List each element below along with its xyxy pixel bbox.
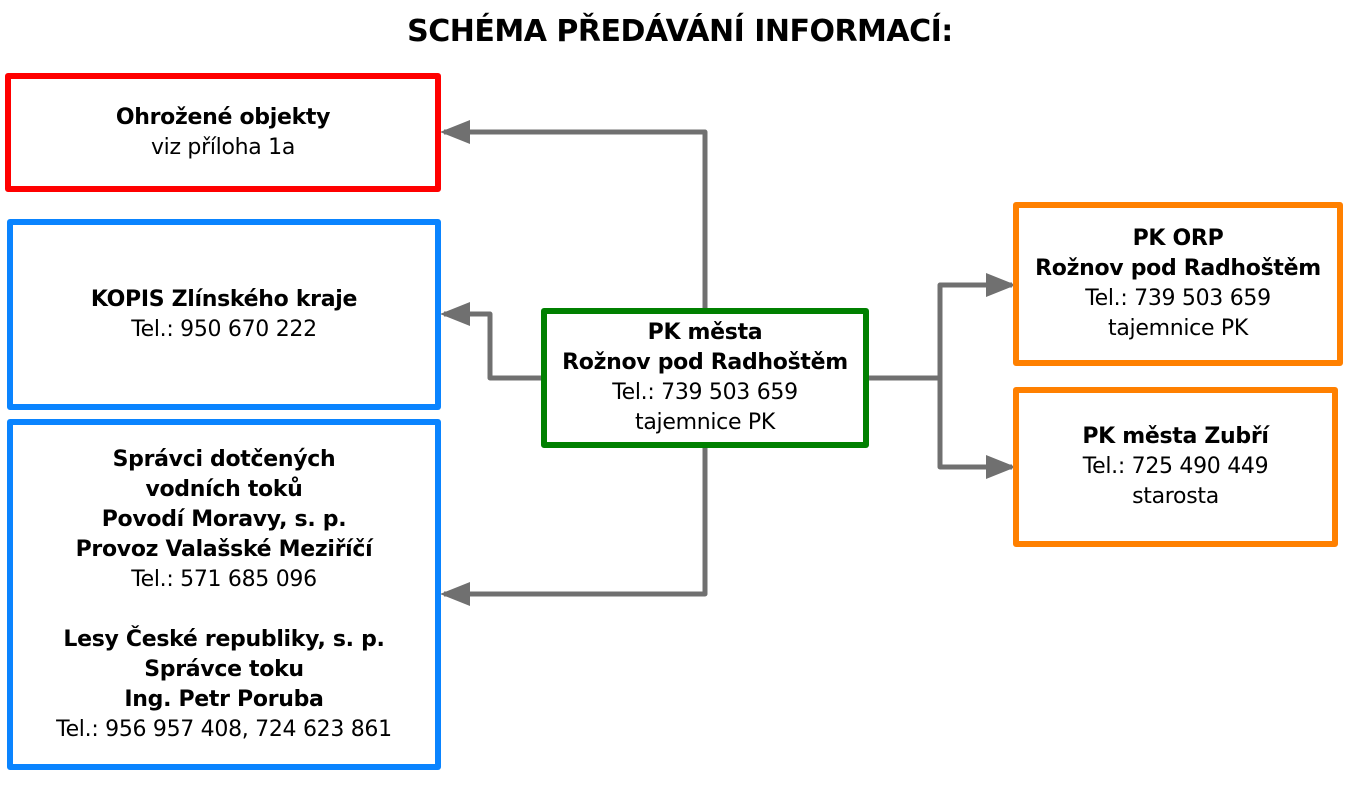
orp-name-1: PK ORP [1132,226,1224,251]
diagram-title: SCHÉMA PŘEDÁVÁNÍ INFORMACÍ: [407,14,953,49]
arrow-to-orp [937,282,1012,378]
org1-unit: Provoz Valašské Meziříčí [75,536,373,562]
orp-name-2: Rožnov pod Radhoštěm [1035,256,1321,281]
org1-phone: Tel.: 571 685 096 [131,566,317,592]
org2-name: Lesy České republiky, s. p. [63,626,385,652]
threatened-objects-box: Ohrožené objekty viz příloha 1a [5,73,441,192]
org2-person: Ing. Petr Poruba [124,686,324,712]
org1-name: Povodí Moravy, s. p. [101,506,347,532]
orp-role: tajemnice PK [1108,316,1248,341]
org2-phone: Tel.: 956 957 408, 724 623 861 [56,716,392,742]
arrow-to-kopis [444,311,544,381]
arrowhead-zubri [986,455,1016,479]
arrow-to-water-managers [444,446,708,597]
orp-box: PK ORP Rožnov pod Radhoštěm Tel.: 739 50… [1013,202,1343,366]
arrowhead-threatened [440,120,470,144]
arrow-to-threatened-objects [444,129,708,312]
water-managers-box: Správci dotčených vodních toků Povodí Mo… [7,419,441,770]
water-managers-heading-2: vodních toků [145,476,303,502]
center-box: PK města Rožnov pod Radhoštěm Tel.: 739 … [541,308,869,448]
org2-role: Správce toku [144,656,304,682]
arrow-to-zubri [937,378,1012,470]
kopis-phone: Tel.: 950 670 222 [131,316,317,342]
kopis-name: KOPIS Zlínského kraje [90,286,358,312]
arrowhead-orp [986,273,1016,297]
zubri-role: starosta [1132,484,1219,509]
water-managers-heading-1: Správci dotčených [112,446,336,472]
arrowhead-kopis [440,302,470,326]
threatened-objects-note: viz příloha 1a [150,134,296,160]
center-name-1: PK města [647,320,763,345]
zubri-box: PK města Zubří Tel.: 725 490 449 starost… [1013,387,1338,547]
center-name-2: Rožnov pod Radhoštěm [562,350,848,375]
zubri-phone: Tel.: 725 490 449 [1082,454,1269,479]
arrowhead-water [440,582,470,606]
kopis-box: KOPIS Zlínského kraje Tel.: 950 670 222 [7,219,441,410]
center-role: tajemnice PK [635,410,775,435]
orp-phone: Tel.: 739 503 659 [1085,286,1271,311]
zubri-name: PK města Zubří [1082,424,1269,449]
center-phone: Tel.: 739 503 659 [612,380,798,405]
threatened-objects-name: Ohrožené objekty [115,104,331,130]
